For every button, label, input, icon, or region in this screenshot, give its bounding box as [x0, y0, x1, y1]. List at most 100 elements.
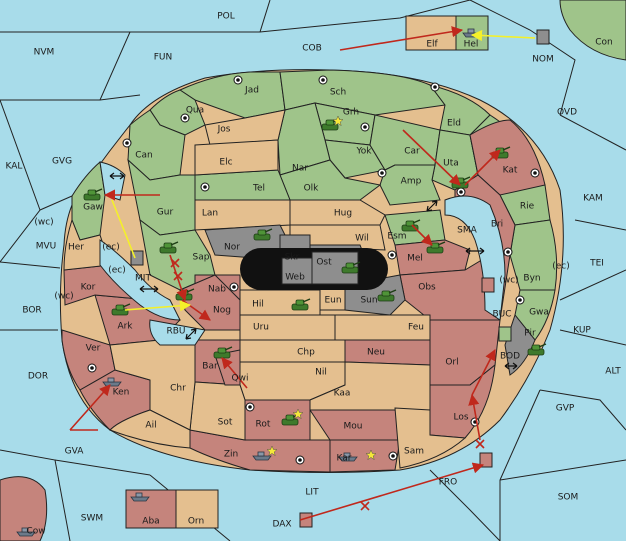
label-MIT: MIT [135, 274, 151, 284]
label-FUN: FUN [154, 53, 173, 63]
label-Nog: Nog [213, 306, 231, 316]
province-Amp[interactable] [379, 164, 441, 206]
province-Aba[interactable] [125, 489, 177, 529]
province-Sam[interactable] [394, 407, 467, 469]
label-Mou: Mou [344, 422, 363, 432]
label-Los: Los [453, 413, 468, 423]
label-BUC: BUC [492, 310, 511, 320]
label-NVM: NVM [34, 48, 55, 58]
label-Gaw: Gaw [83, 203, 103, 213]
label-DOR: DOR [28, 372, 48, 382]
label-BOD: BOD [500, 352, 520, 362]
province-Mel[interactable] [394, 239, 471, 276]
coast-markers: (wc) (ec) (ec) (wc) (wc) (ec) [34, 218, 569, 302]
label-Jos: Jos [217, 125, 231, 135]
label-Aba: Aba [142, 517, 159, 527]
label-Hug: Hug [334, 209, 352, 219]
label-Elc: Elc [219, 158, 232, 168]
province-Sot[interactable] [189, 381, 246, 441]
sea-RBU[interactable] [149, 319, 206, 346]
label-Hel: Hel [464, 40, 479, 50]
label-Sap: Sap [193, 253, 210, 263]
label-GVG: GVG [52, 157, 72, 167]
label-Kat: Kat [503, 166, 518, 176]
province-Kaa[interactable] [309, 361, 431, 411]
label-KUP: KUP [573, 326, 591, 336]
label-Wil: Wil [355, 234, 369, 244]
label-Eun: Eun [324, 296, 341, 306]
cut-marks [170, 258, 485, 511]
label-MVU: MVU [36, 242, 57, 252]
order-arrows-yellow [111, 29, 536, 312]
province-Pir[interactable] [504, 313, 536, 376]
province-Jos[interactable] [204, 109, 286, 146]
label-FRO: FRO [439, 478, 458, 488]
province-Elc[interactable] [194, 139, 279, 176]
province-Hug[interactable] [289, 199, 386, 226]
province-Sap[interactable] [139, 218, 216, 291]
label-Pir: Pir [524, 329, 536, 339]
coast-marker: (wc) [34, 218, 53, 228]
province-Ail[interactable] [109, 409, 191, 449]
province-Web-box[interactable] [281, 257, 313, 285]
sea-labels: POL NVM FUN COB NOM Con OVD KAL GVG KAM … [6, 12, 622, 530]
label-POL: POL [217, 12, 235, 22]
label-Orl: Orl [445, 358, 458, 368]
label-Ost: Ost [316, 258, 332, 268]
label-Kaa: Kaa [334, 389, 351, 399]
label-Esm: Esm [387, 232, 406, 242]
label-Cow: Cow [26, 527, 45, 537]
label-Kar: Kar [337, 454, 352, 464]
label-Grh: Grh [343, 108, 359, 118]
province-Chp[interactable] [239, 339, 346, 363]
label-Sot: Sot [218, 418, 233, 428]
label-Zin: Zin [224, 450, 238, 460]
coast-marker: (ec) [108, 266, 126, 276]
label-Byn: Byn [523, 274, 540, 284]
label-TEI: TEI [589, 259, 604, 269]
label-Chr: Chr [170, 384, 186, 394]
label-LIT: LIT [305, 488, 319, 498]
label-Can: Can [135, 151, 153, 161]
coast-marker: (ec) [552, 262, 570, 272]
sea-MIT[interactable] [99, 239, 181, 321]
label-RBU: RBU [166, 327, 185, 337]
label-KAM: KAM [583, 194, 603, 204]
label-GVP: GVP [556, 404, 575, 414]
label-Jad: Jad [244, 86, 259, 96]
retreat-markers [130, 29, 550, 528]
label-Sch: Sch [330, 88, 346, 98]
label-Rie: Rie [520, 202, 535, 212]
label-Skr: Skr [285, 253, 300, 263]
coast-marker: (wc) [54, 292, 73, 302]
province-Feu[interactable] [334, 314, 431, 341]
province-Orn[interactable] [175, 489, 219, 529]
label-Nor: Nor [224, 243, 240, 253]
label-Yok: Yok [355, 147, 372, 157]
label-Mel: Mel [407, 254, 423, 264]
label-Nar: Nar [292, 164, 308, 174]
supply-centers [87, 75, 540, 465]
label-Chp: Chp [297, 348, 315, 358]
label-Her: Her [68, 243, 84, 253]
label-Con: Con [595, 38, 613, 48]
province-Neu[interactable] [344, 339, 431, 366]
label-Ail: Ail [145, 421, 156, 431]
label-ALT: ALT [605, 367, 621, 377]
province-Con[interactable] [559, 0, 626, 61]
coast-marker: (wc) [499, 276, 518, 286]
label-Feu: Feu [408, 323, 424, 333]
order-arrows-red [69, 26, 501, 521]
label-Uru: Uru [253, 323, 269, 333]
province-Qua[interactable] [149, 89, 206, 136]
province-Cow[interactable] [0, 476, 48, 541]
label-Nab: Nab [208, 285, 226, 295]
label-NOM: NOM [532, 55, 554, 65]
label-Orn: Orn [188, 517, 204, 527]
coast-marker: (ec) [102, 243, 120, 253]
label-Uta: Uta [443, 159, 459, 169]
label-OVD: OVD [557, 108, 577, 118]
label-Lan: Lan [202, 209, 218, 219]
label-Bar: Bar [202, 362, 218, 372]
